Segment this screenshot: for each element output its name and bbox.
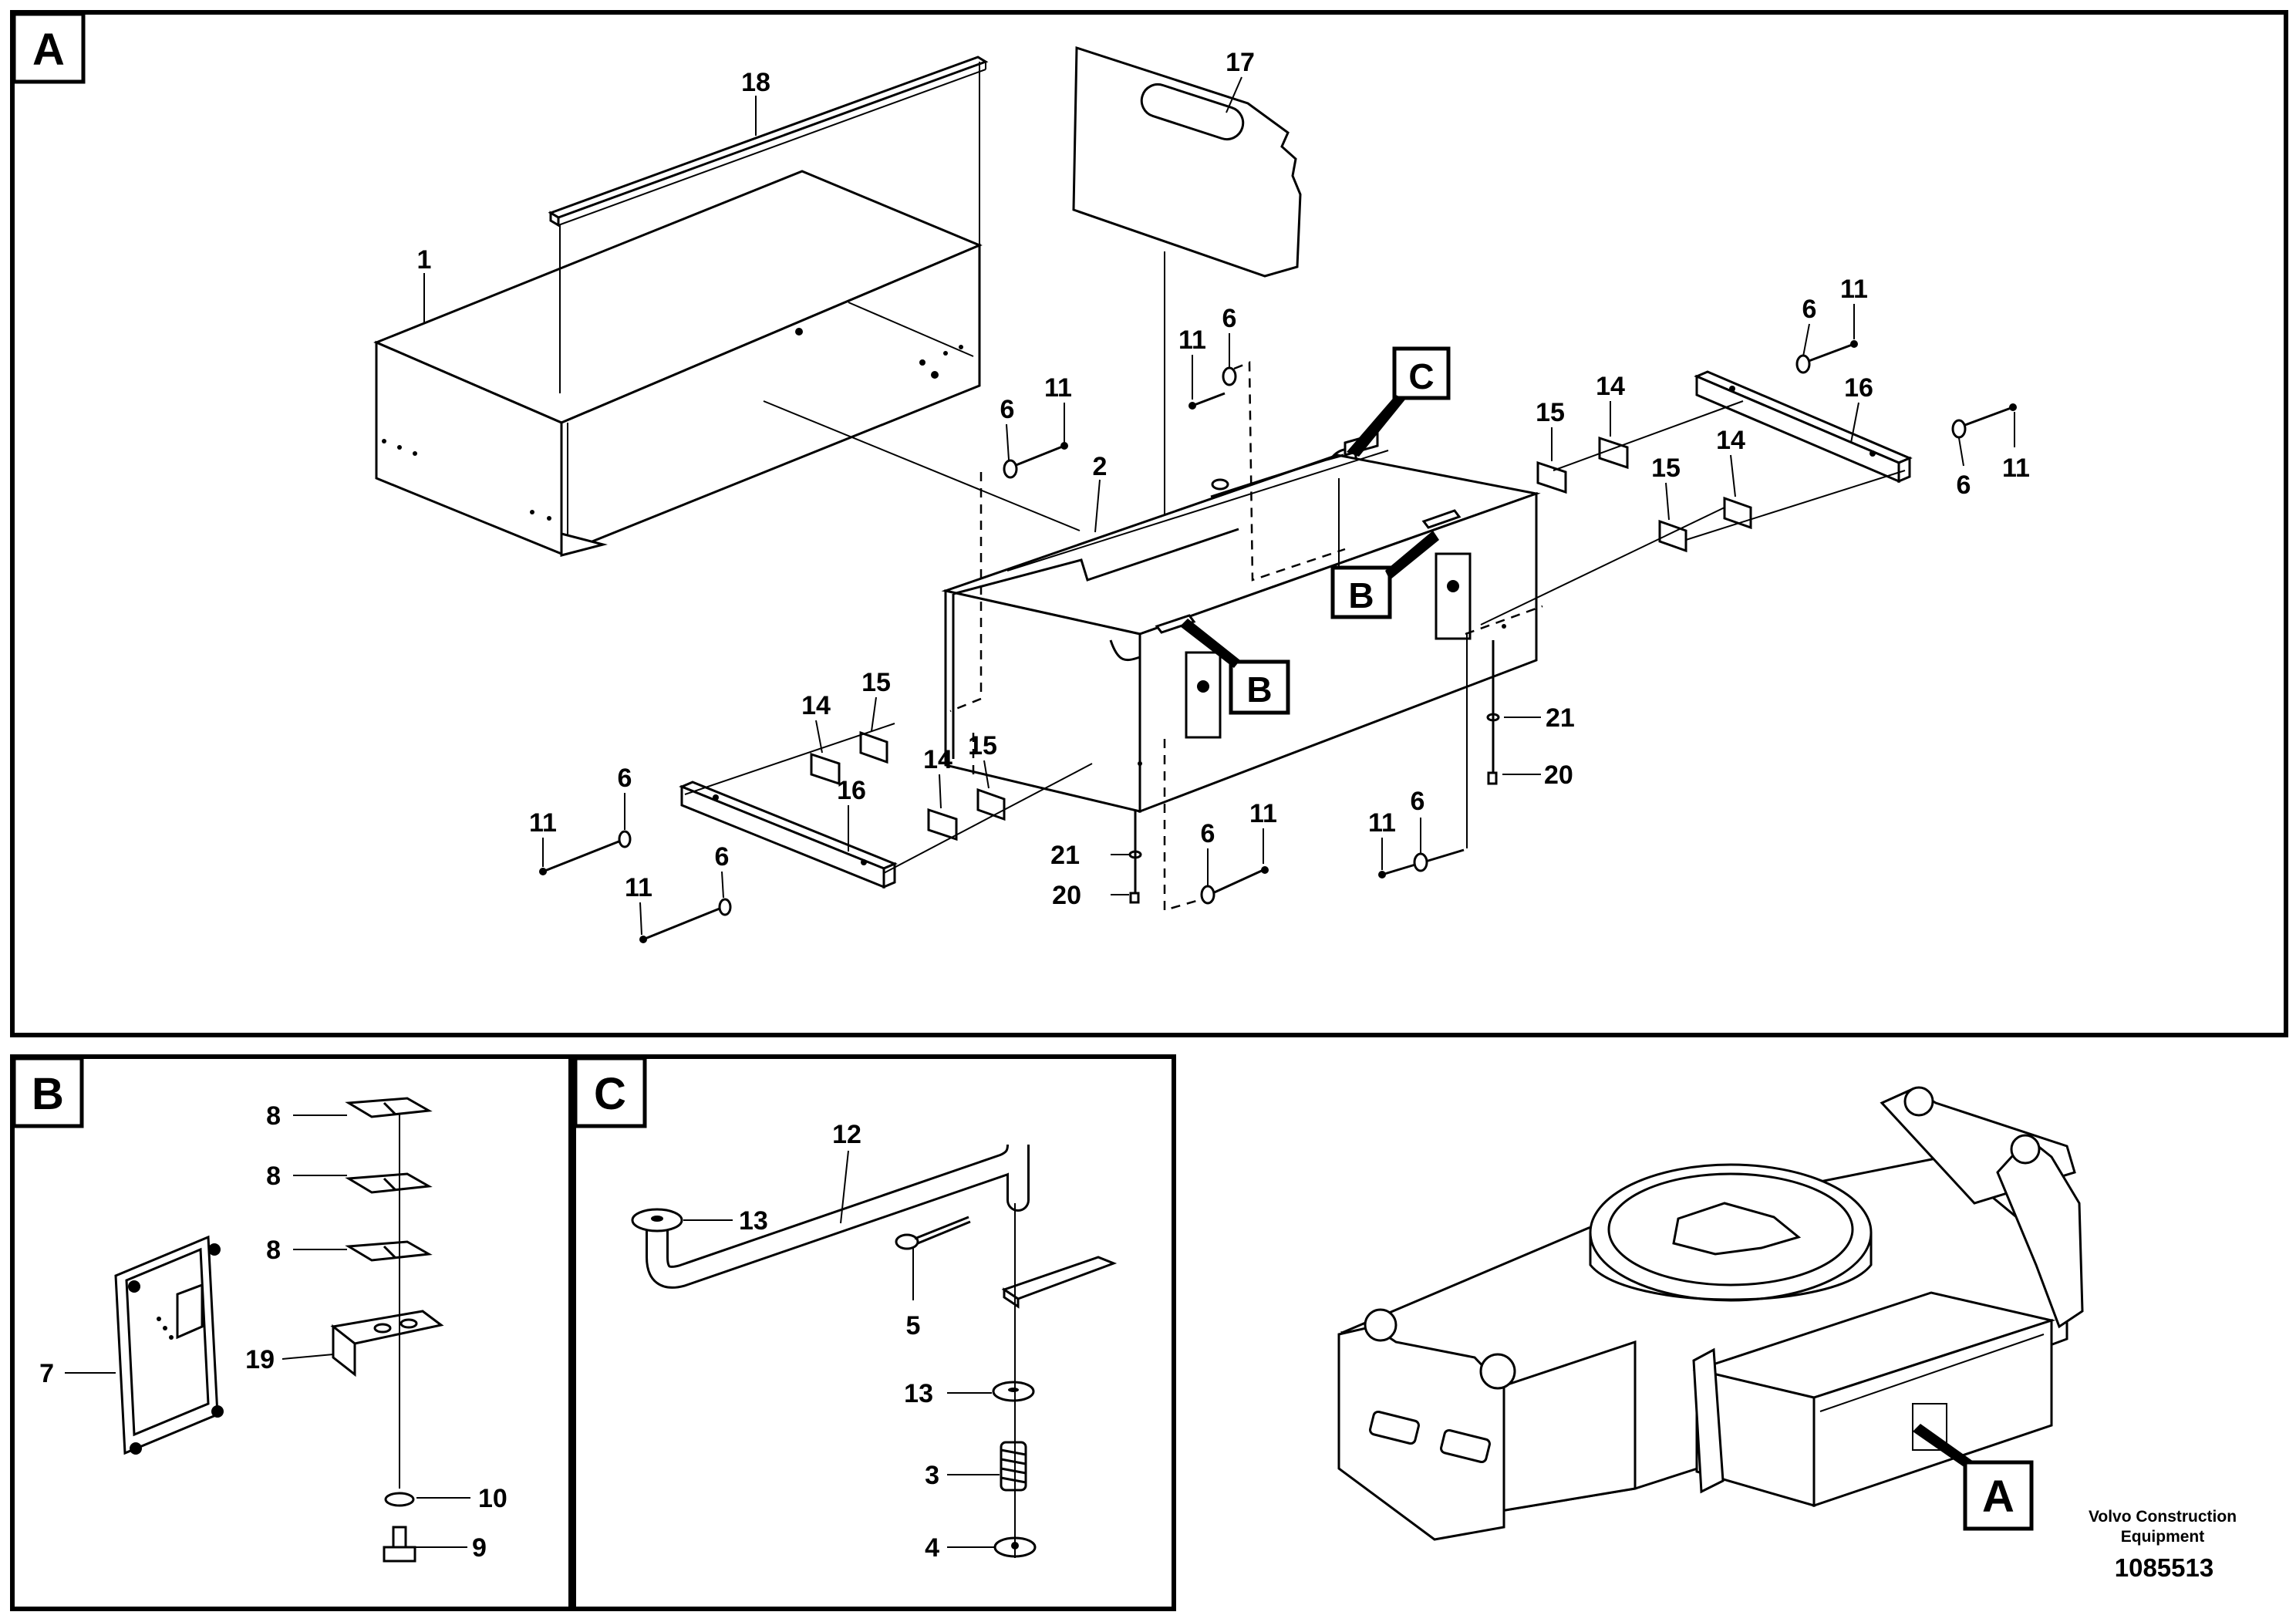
svg-text:14: 14 bbox=[923, 745, 952, 774]
svg-text:11: 11 bbox=[1178, 325, 1206, 355]
overview-pointer-a: A bbox=[1913, 1424, 2034, 1531]
leaders-b bbox=[65, 1114, 470, 1548]
svg-text:15: 15 bbox=[968, 731, 997, 760]
cover-box-1 bbox=[373, 170, 983, 557]
svg-text:19: 19 bbox=[245, 1345, 275, 1374]
svg-text:8: 8 bbox=[266, 1162, 281, 1191]
svg-text:1: 1 bbox=[417, 245, 432, 275]
overview-frame bbox=[1337, 1086, 2084, 1541]
latch-plate bbox=[1001, 1256, 1118, 1300]
svg-text:21: 21 bbox=[1050, 841, 1080, 870]
svg-text:6: 6 bbox=[1411, 787, 1425, 816]
svg-text:11: 11 bbox=[1044, 373, 1072, 403]
svg-text:6: 6 bbox=[1957, 470, 1971, 500]
panel-b: B bbox=[10, 1054, 573, 1611]
svg-text:13: 13 bbox=[904, 1379, 933, 1408]
svg-text:B: B bbox=[1246, 669, 1272, 710]
svg-text:11: 11 bbox=[1840, 275, 1868, 304]
svg-text:11: 11 bbox=[1368, 808, 1396, 838]
svg-text:15: 15 bbox=[1536, 398, 1565, 427]
svg-text:8: 8 bbox=[266, 1236, 281, 1265]
callouts-c: 12 13 5 13 3 4 bbox=[739, 1120, 939, 1563]
fasteners bbox=[539, 340, 2017, 943]
svg-text:A: A bbox=[1982, 1472, 2014, 1522]
svg-text:21: 21 bbox=[1546, 703, 1575, 733]
leaders-c bbox=[683, 1150, 1000, 1548]
svg-text:14: 14 bbox=[1716, 426, 1745, 455]
svg-text:10: 10 bbox=[478, 1484, 507, 1513]
svg-text:4: 4 bbox=[925, 1533, 939, 1563]
svg-text:18: 18 bbox=[741, 68, 770, 97]
washer-10 bbox=[384, 1492, 415, 1507]
drawing-credit: Volvo Construction Equipment 1085513 bbox=[2089, 1508, 2237, 1582]
svg-text:11: 11 bbox=[1249, 799, 1277, 828]
bracket-19 bbox=[330, 1310, 444, 1378]
svg-text:5: 5 bbox=[906, 1311, 921, 1340]
callouts-a: 18 17 1 2 11 6 6 11 6 11 15 14 16 14 15 … bbox=[417, 48, 2030, 910]
detail-marker-b-left: B bbox=[1180, 619, 1290, 715]
svg-text:C: C bbox=[1408, 356, 1434, 396]
svg-text:14: 14 bbox=[1596, 372, 1625, 401]
detail-marker-b-right: B bbox=[1330, 531, 1439, 619]
svg-text:13: 13 bbox=[739, 1206, 768, 1236]
leaders-a bbox=[423, 76, 2015, 936]
svg-text:2: 2 bbox=[1093, 452, 1108, 481]
svg-text:20: 20 bbox=[1052, 881, 1081, 910]
svg-text:7: 7 bbox=[39, 1359, 54, 1388]
svg-text:14: 14 bbox=[801, 691, 831, 720]
svg-text:6: 6 bbox=[1222, 304, 1237, 333]
plate-7 bbox=[114, 1235, 224, 1455]
svg-text:8: 8 bbox=[266, 1101, 281, 1131]
svg-text:11: 11 bbox=[625, 873, 652, 902]
shims-8 bbox=[345, 1097, 433, 1262]
svg-text:B: B bbox=[1348, 575, 1374, 615]
svg-text:17: 17 bbox=[1226, 48, 1255, 77]
svg-text:6: 6 bbox=[1802, 295, 1817, 324]
svg-text:6: 6 bbox=[1201, 819, 1215, 848]
svg-text:3: 3 bbox=[925, 1461, 939, 1490]
svg-text:6: 6 bbox=[618, 764, 632, 793]
panel-b-label: B bbox=[32, 1069, 64, 1119]
svg-text:15: 15 bbox=[1651, 454, 1681, 483]
top-rail-18 bbox=[548, 56, 989, 228]
panel-c-label: C bbox=[594, 1069, 626, 1119]
company-name-line2: Equipment bbox=[2121, 1528, 2205, 1546]
plate-17 bbox=[1072, 46, 1302, 278]
svg-text:15: 15 bbox=[861, 668, 891, 697]
company-name-line1: Volvo Construction bbox=[2089, 1508, 2237, 1526]
crossbar-left-16 bbox=[679, 781, 898, 889]
bolt-9 bbox=[383, 1526, 416, 1563]
svg-text:11: 11 bbox=[529, 808, 557, 838]
drawing-number: 1085513 bbox=[2115, 1553, 2213, 1582]
svg-text:12: 12 bbox=[832, 1120, 861, 1149]
panel-c: C bbox=[571, 1054, 1176, 1611]
svg-text:9: 9 bbox=[472, 1533, 487, 1563]
panel-a-label: A bbox=[32, 25, 65, 75]
crossbar-right-16 bbox=[1694, 370, 1913, 484]
svg-text:6: 6 bbox=[715, 842, 730, 872]
panel-a: A bbox=[10, 10, 2288, 1037]
spring-3 bbox=[1000, 1441, 1027, 1492]
svg-text:11: 11 bbox=[2002, 454, 2030, 483]
shims-left bbox=[810, 730, 1006, 841]
svg-text:16: 16 bbox=[1844, 373, 1873, 403]
detail-marker-c: C bbox=[1347, 346, 1451, 457]
pin-5 bbox=[895, 1216, 971, 1250]
svg-text:20: 20 bbox=[1544, 760, 1573, 790]
svg-text:6: 6 bbox=[1000, 395, 1015, 424]
battery-tray-2 bbox=[941, 450, 1541, 814]
svg-text:16: 16 bbox=[837, 776, 866, 805]
callouts-b: 8 8 8 7 19 10 9 bbox=[39, 1101, 507, 1563]
